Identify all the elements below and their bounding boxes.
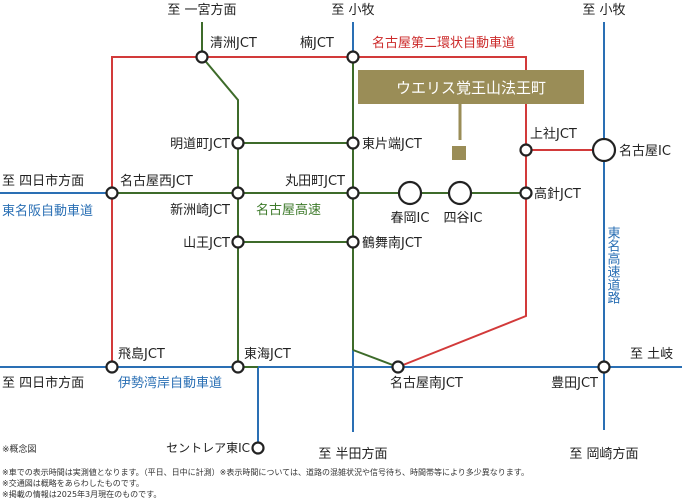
label-tobishima: 飛島JCT [118,347,165,362]
node-higashikataha [346,136,360,150]
dir-ichinomiya: 至 一宮方面 [167,2,236,18]
label-yotsuya: 四谷IC [444,211,483,226]
node-nagoya-minami [391,360,405,374]
concept-note: ※概念図 [2,443,37,455]
label-tokai: 東海JCT [244,346,291,362]
property-label: ウエリス覚王山法王町 [396,79,546,97]
dir-okazaki: 至 岡崎方面 [569,446,638,462]
label-shinsuzaki: 新洲崎JCT [170,202,230,218]
dir-handa: 至 半田方面 [318,446,387,462]
label-toyota: 豊田JCT [551,376,598,391]
label-marutamachi: 丸田町JCT [285,174,345,189]
node-centrair-higashi [251,441,265,455]
node-toyota [597,360,611,374]
node-kusunoki [346,50,360,64]
node-tsurumai-minami [346,235,360,249]
node-sanno [231,235,245,249]
node-takabari [519,186,533,200]
road-expressway-kiyosu [201,22,258,368]
label-kamiyashiro: 上社JCT [530,126,577,142]
node-kiyosu [195,50,209,64]
property-callout [358,70,584,104]
dir-komaki-center: 至 小牧 [331,3,374,18]
label-nagoya-minami: 名古屋南JCT [390,375,463,391]
label-tsurumai-minami: 鶴舞南JCT [362,235,422,251]
road-label-tomei-hanshin: 東名阪自動車道 [2,203,93,219]
road-label-isewangan: 伊勢湾岸自動車道 [118,375,222,391]
label-kiyosu: 清洲JCT [210,36,257,51]
road-label-nagoya-expressway: 名古屋高速 [256,202,321,218]
node-nagoya-ic [591,137,617,163]
label-nagoya-ic: 名古屋IC [619,143,671,159]
dir-yokkaichi-bottom: 至 四日市方面 [2,375,84,391]
footnote-3: ※掲載の情報は2025年3月現在のものです。 [2,489,161,499]
property-location-marker [452,146,466,160]
road-nagoya-ring2 [111,56,527,368]
node-tobishima [105,360,119,374]
node-kamiyashiro [519,143,533,157]
dir-yokkaichi-top: 至 四日市方面 [2,173,84,189]
label-higashikataha: 東片端JCT [362,136,422,152]
dir-komaki-right: 至 小牧 [582,3,625,18]
node-meidocho [231,136,245,150]
node-shinsuzaki [231,186,245,200]
road-label-tomei-expressway: 東名高速道路 [605,225,621,304]
label-nagoya-nishi: 名古屋西JCT [120,173,193,189]
label-takabari: 高針JCT [534,186,581,202]
dir-toki: 至 土岐 [630,347,673,362]
label-centrair-higashi: セントレア東IC [166,441,250,455]
label-kusunoki: 楠JCT [300,36,334,51]
footnote-2: ※交通図は概略をあらわしたものです。 [2,478,144,488]
node-nagoya-nishi [105,186,119,200]
node-marutamachi [346,186,360,200]
node-harukaoka [397,180,423,206]
label-harukaoka: 春岡IC [391,211,430,226]
road-expressway-south [352,349,399,368]
label-meidocho: 明道町JCT [170,137,230,152]
label-sanno: 山王JCT [183,236,230,251]
footnote-1: ※車での表示時間は実測値となります。（平日、日中に計測）※表示時間については、道… [2,467,529,477]
road-label-nagoya-ring2: 名古屋第二環状自動車道 [372,35,515,51]
node-tokai [231,360,245,374]
node-yotsuya [447,180,473,206]
